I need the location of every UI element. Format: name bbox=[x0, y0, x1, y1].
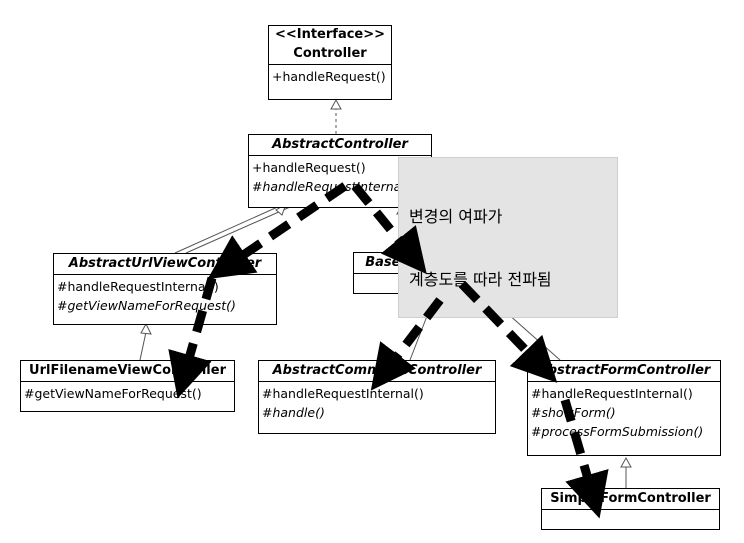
operations-compartment: +handleRequest() #handleRequestInternal bbox=[249, 156, 431, 198]
operations-compartment: #handleRequestInternal() #getViewNameFor… bbox=[54, 275, 276, 317]
note-line-2: 계층도를 따라 전파됨 bbox=[409, 270, 552, 289]
propagation-arrow-6 bbox=[560, 398, 609, 519]
arrowhead-triangle bbox=[620, 456, 632, 468]
operation: #handleRequestInternal bbox=[252, 179, 405, 194]
stereotype-label: <<Interface>> bbox=[274, 27, 386, 42]
propagation-arrow-5 bbox=[458, 280, 558, 383]
propagation-arrow-1 bbox=[207, 182, 348, 280]
operation: #getViewNameForRequest() bbox=[57, 298, 236, 313]
operation: #handleRequestInternal() bbox=[57, 279, 219, 294]
operation: +handleRequest() bbox=[252, 160, 366, 175]
class-url-filename-view-controller: UrlFilenameViewController #getViewNameFo… bbox=[20, 360, 235, 412]
operations-compartment: #getViewNameForRequest() bbox=[21, 382, 234, 405]
class-name: Controller bbox=[269, 44, 391, 65]
operation: #getViewNameForRequest() bbox=[24, 386, 202, 401]
propagation-arrow-3 bbox=[168, 276, 217, 399]
generalization-edge bbox=[185, 206, 291, 254]
propagation-arrow-2 bbox=[351, 183, 427, 275]
operation: #handleRequestInternal() bbox=[531, 386, 693, 401]
class-name: AbstractController bbox=[249, 135, 431, 156]
class-abstract-form-controller: AbstractFormController #handleRequestInt… bbox=[527, 360, 721, 456]
arrowhead-triangle bbox=[330, 98, 342, 110]
operation: +handleRequest() bbox=[272, 69, 386, 84]
change-propagation-note: 변경의 여파가 계층도를 따라 전파됨 bbox=[398, 157, 618, 318]
generalization-edge bbox=[174, 204, 283, 254]
note-line-1: 변경의 여파가 bbox=[409, 207, 503, 226]
propagation-arrow-4 bbox=[370, 297, 444, 391]
arrowhead-triangle bbox=[140, 322, 152, 335]
operations-compartment: +handleRequest() bbox=[269, 65, 391, 88]
operation: #showForm() bbox=[531, 405, 616, 420]
generalization-edge bbox=[139, 331, 147, 361]
class-controller: <<Interface>> Controller +handleRequest(… bbox=[268, 25, 392, 100]
class-name: AbstractFormController bbox=[528, 361, 720, 382]
operation: #handle() bbox=[262, 405, 325, 420]
